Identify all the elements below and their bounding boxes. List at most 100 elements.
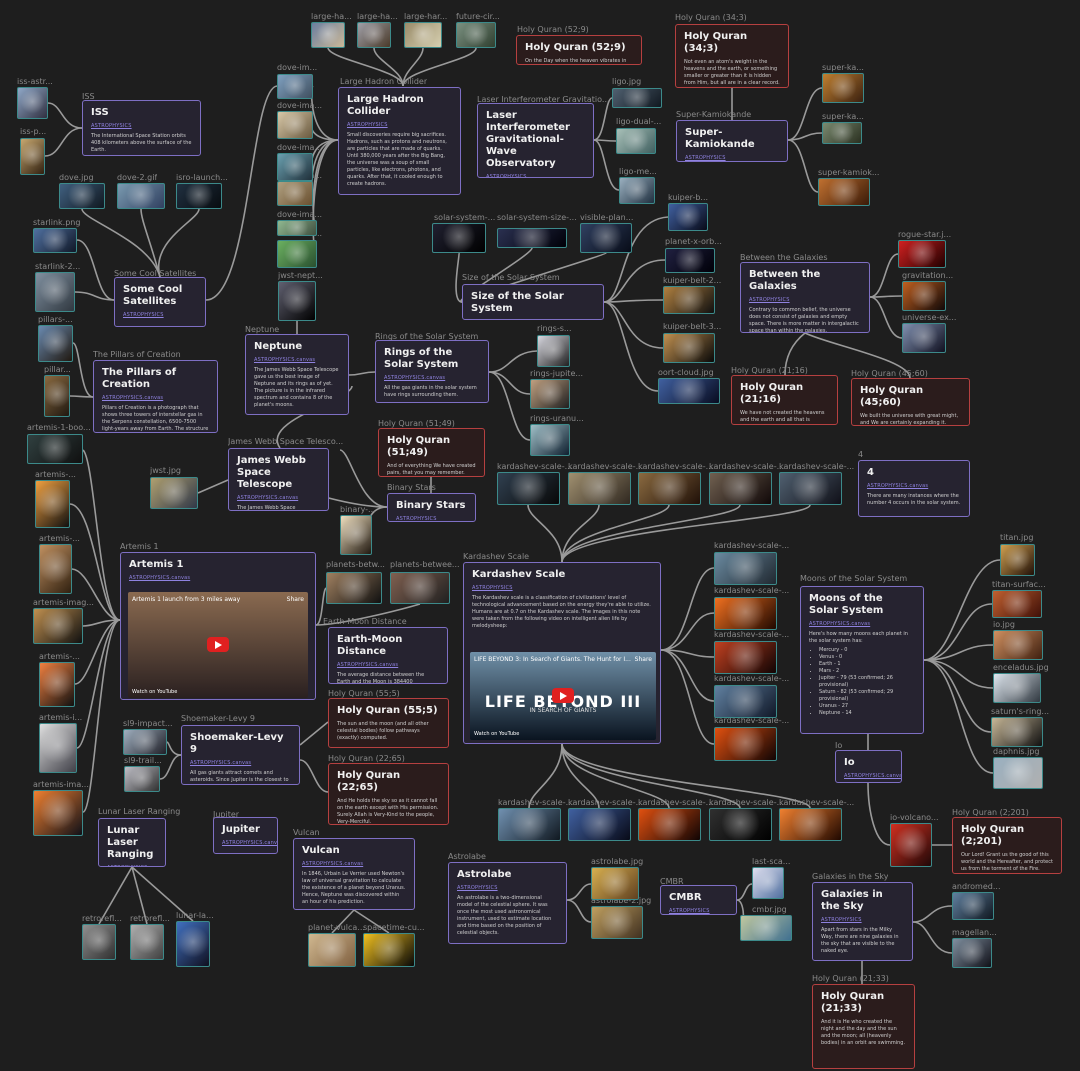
- image-node[interactable]: [530, 424, 570, 456]
- card-link[interactable]: ASTROPHYSICS: [472, 585, 513, 591]
- image-node[interactable]: [33, 228, 77, 253]
- image-node[interactable]: [714, 552, 777, 585]
- image-node[interactable]: [993, 673, 1041, 703]
- image-node[interactable]: [39, 544, 72, 594]
- image-node[interactable]: [363, 933, 415, 967]
- image-node[interactable]: [709, 808, 772, 841]
- image-node[interactable]: [278, 281, 316, 321]
- image-node[interactable]: [591, 906, 643, 939]
- image-node[interactable]: [902, 323, 946, 353]
- image-node[interactable]: [498, 808, 561, 841]
- share-button[interactable]: Share: [286, 596, 304, 603]
- image-node[interactable]: [35, 480, 70, 528]
- image-node[interactable]: [890, 823, 932, 867]
- play-button-icon[interactable]: [552, 688, 574, 703]
- card-link[interactable]: ASTROPHYSICS: [91, 123, 132, 129]
- play-button-icon[interactable]: [207, 637, 229, 652]
- card-link[interactable]: ASTROPHYSICS.canvas: [237, 495, 299, 501]
- image-node[interactable]: [658, 378, 720, 404]
- image-node[interactable]: [357, 22, 391, 48]
- image-node[interactable]: [311, 22, 345, 48]
- image-node[interactable]: [497, 472, 560, 505]
- note-card[interactable]: Holy Quran (2;201)Our Lord! Grant us the…: [952, 817, 1062, 874]
- image-node[interactable]: [952, 892, 994, 920]
- image-node[interactable]: [39, 723, 77, 773]
- image-node[interactable]: [822, 73, 864, 103]
- note-card[interactable]: Holy Quran (55;5)The sun and the moon (a…: [328, 698, 449, 748]
- image-node[interactable]: [82, 924, 116, 960]
- card-link[interactable]: ASTROPHYSICS.canvas: [254, 357, 316, 363]
- image-node[interactable]: [580, 223, 632, 253]
- image-node[interactable]: [638, 472, 701, 505]
- note-card[interactable]: Holy Quran (21;33)And it is He who creat…: [812, 984, 915, 1069]
- image-node[interactable]: [568, 472, 631, 505]
- note-card[interactable]: Super-KamiokandeASTROPHYSICSSmall discov…: [676, 120, 788, 162]
- image-node[interactable]: [308, 933, 356, 967]
- image-node[interactable]: [35, 272, 75, 312]
- image-node[interactable]: [663, 286, 715, 314]
- image-node[interactable]: [44, 375, 70, 417]
- image-node[interactable]: [456, 22, 496, 48]
- image-node[interactable]: [665, 248, 715, 273]
- image-node[interactable]: [33, 608, 83, 644]
- card-link[interactable]: ASTROPHYSICS.canvas: [190, 760, 252, 766]
- image-node[interactable]: [530, 379, 570, 409]
- note-card[interactable]: Lunar Laser RangingASTROPHYSICSA retrore…: [98, 818, 166, 867]
- card-link[interactable]: ASTROPHYSICS.canvas: [222, 840, 278, 846]
- image-node[interactable]: [432, 223, 486, 253]
- note-card[interactable]: Holy Quran (34;3)Not even an atom's weig…: [675, 24, 789, 88]
- card-link[interactable]: ASTROPHYSICS: [107, 865, 157, 866]
- card-link[interactable]: ASTROPHYSICS: [685, 155, 726, 161]
- image-node[interactable]: [714, 597, 777, 630]
- card-link[interactable]: ASTROPHYSICS: [471, 319, 595, 320]
- card-link[interactable]: ASTROPHYSICS.canvas: [129, 575, 191, 581]
- image-node[interactable]: [818, 178, 870, 206]
- image-node[interactable]: [277, 181, 313, 206]
- image-node[interactable]: [668, 203, 708, 231]
- image-node[interactable]: [390, 572, 450, 604]
- card-link[interactable]: ASTROPHYSICS.canvas: [809, 621, 871, 627]
- video-embed[interactable]: LIFE BEYOND 3: In Search of Giants. The …: [470, 652, 656, 740]
- image-node[interactable]: [902, 281, 946, 311]
- card-link[interactable]: ASTROPHYSICS: [123, 312, 164, 318]
- card-link[interactable]: ASTROPHYSICS.canvas: [384, 375, 446, 381]
- image-node[interactable]: [277, 74, 313, 99]
- image-node[interactable]: [591, 867, 639, 900]
- note-card[interactable]: Laser Interferometer Gravitational-Wave …: [477, 103, 594, 178]
- image-node[interactable]: [39, 662, 75, 707]
- image-node[interactable]: [1000, 544, 1035, 576]
- image-node[interactable]: [537, 335, 570, 367]
- image-node[interactable]: [277, 220, 317, 236]
- image-node[interactable]: [117, 183, 165, 209]
- image-node[interactable]: [38, 325, 73, 362]
- image-node[interactable]: [17, 87, 48, 119]
- image-node[interactable]: [779, 472, 842, 505]
- note-card[interactable]: Holy Quran (21;16)We have not created th…: [731, 375, 838, 425]
- image-node[interactable]: [123, 729, 167, 755]
- card-link[interactable]: ASTROPHYSICS: [669, 908, 710, 914]
- image-node[interactable]: [59, 183, 105, 209]
- image-node[interactable]: [404, 22, 442, 48]
- card-link[interactable]: ASTROPHYSICS: [749, 297, 790, 303]
- image-node[interactable]: [779, 808, 842, 841]
- image-node[interactable]: [326, 572, 382, 604]
- image-node[interactable]: [822, 122, 862, 144]
- card-link[interactable]: ASTROPHYSICS: [396, 516, 437, 522]
- card-link[interactable]: ASTROPHYSICS.canvas: [302, 861, 364, 867]
